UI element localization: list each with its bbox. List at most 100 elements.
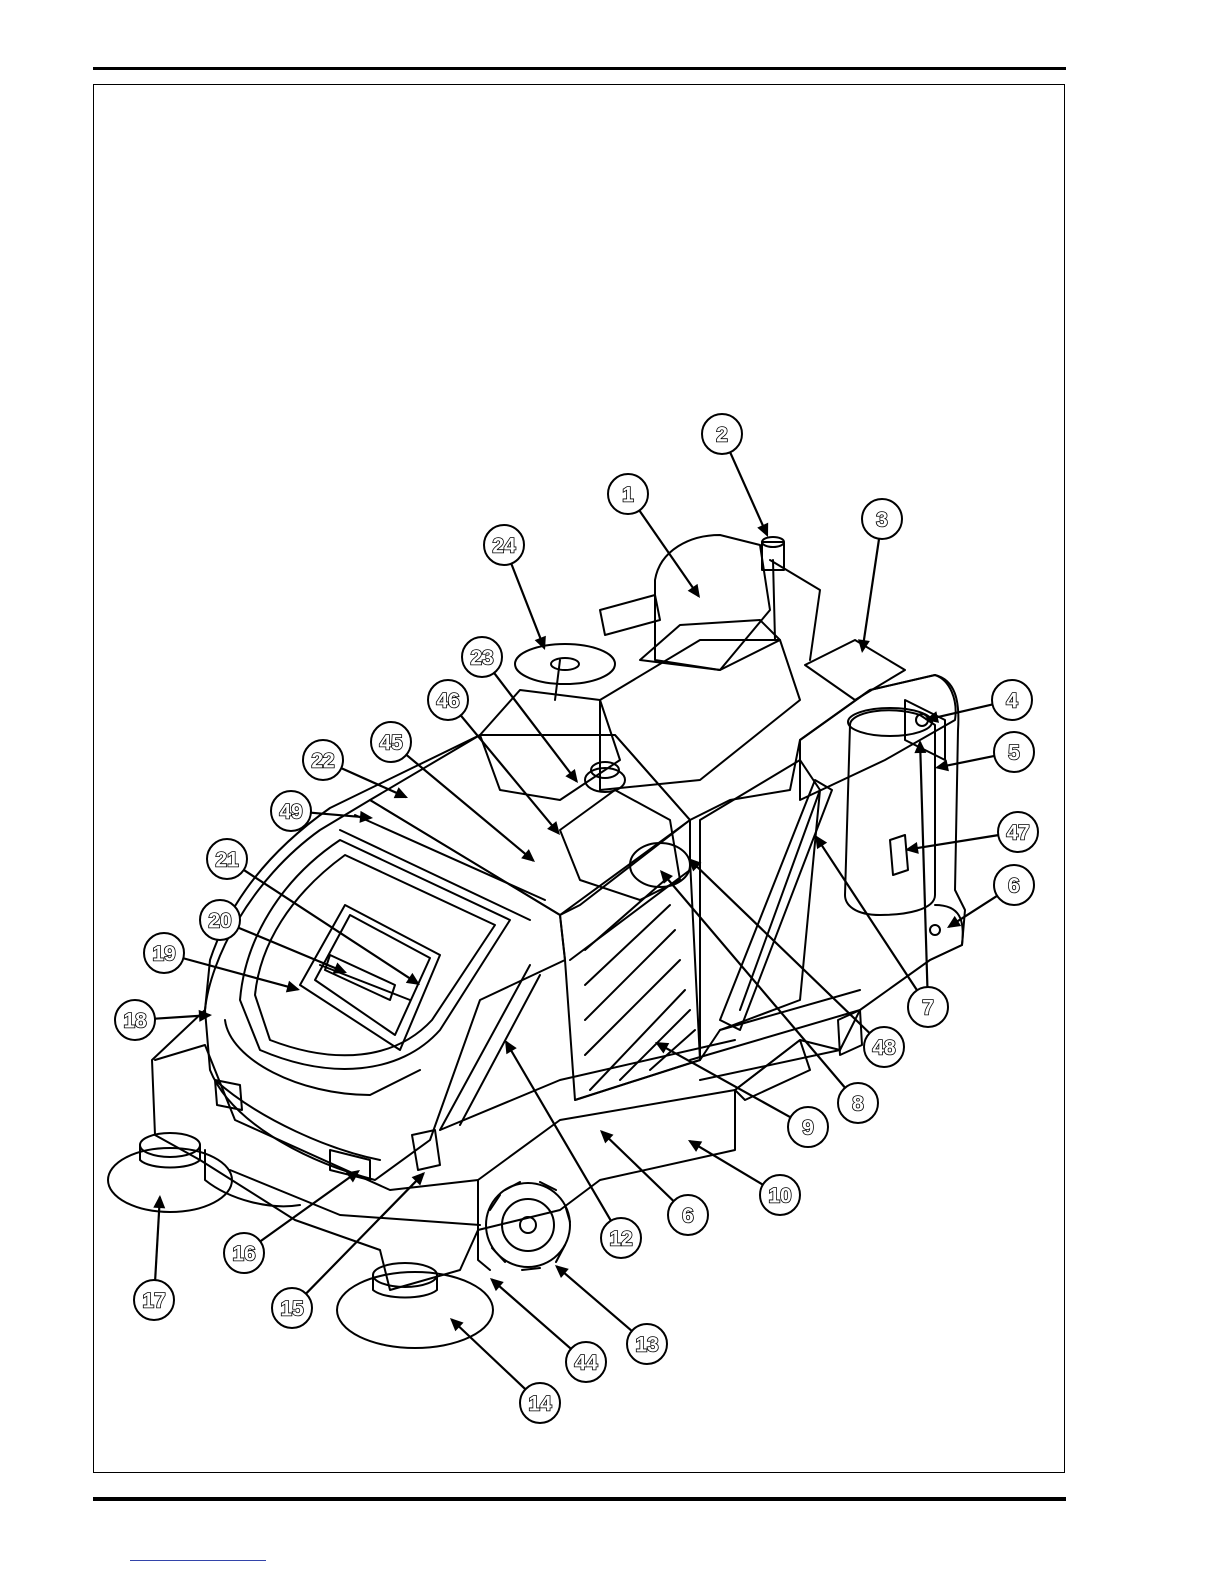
callout-arrowhead [153,1195,165,1208]
callout-4: 4 [992,680,1032,720]
callout-leader-line [155,1197,160,1280]
callout-19: 19 [144,933,184,973]
callout-number: 15 [280,1298,304,1321]
air-filter [630,843,690,887]
callout-leader-line [506,1042,611,1221]
callout-number: 21 [215,849,239,872]
callout-24: 24 [484,525,524,565]
callout-number: 1 [622,484,634,507]
callout-48: 48 [864,1027,904,1067]
callout-leader-line [661,872,845,1088]
callout-45: 45 [371,722,411,762]
callout-16: 16 [224,1233,264,1273]
callout-leader-line [639,510,698,596]
callout-49: 49 [271,791,311,831]
armrest [600,595,660,635]
callout-number: 49 [279,801,302,824]
rear-bumper [930,905,963,960]
hopper-front-bumper [155,1045,735,1190]
callout-arrowhead [935,760,949,772]
callout-number: 5 [1008,742,1020,765]
callout-leader-line [511,564,544,649]
steering-wheel-inner [551,658,579,670]
callout-number: 3 [876,509,888,532]
callout-number: 47 [1006,822,1029,845]
callout-number: 19 [152,943,175,966]
callout-18: 18 [115,1000,155,1040]
callout-20: 20 [200,900,240,940]
callout-number: 9 [802,1117,814,1140]
callout-number: 4 [1006,690,1018,713]
callout-22: 22 [303,740,343,780]
callout-leader-line [907,835,998,850]
callout-bubbles: 1234547674889106121344141516171819202149… [115,414,1038,1423]
callout-46: 46 [428,680,468,720]
hood-top-crease [355,815,545,900]
callout-number: 46 [436,690,459,713]
callout-arrowhead [565,769,578,783]
wheel-hub [502,1199,554,1251]
callout-12: 12 [601,1218,641,1258]
callout-number: 24 [492,535,516,558]
hood-hinge-line [340,830,530,920]
callout-arrowhead [858,639,870,653]
callout-6: 6 [994,865,1034,905]
seat-right-frame [770,560,820,660]
callout-arrowhead [688,584,700,598]
callout-3: 3 [862,499,902,539]
callout-leader-line [862,539,879,651]
callout-number: 7 [922,997,934,1020]
callout-leader-line [492,1279,571,1349]
callout-leader-line [306,1173,424,1293]
callout-6: 6 [668,1195,708,1235]
callout-leader-line [690,1141,763,1185]
hood-prop-rod-2 [460,975,540,1125]
lpg-regulator [890,835,908,875]
callout-44: 44 [566,1342,606,1382]
callout-number: 20 [208,910,231,933]
callout-number: 16 [232,1243,255,1266]
callout-leader-line [183,958,298,989]
callout-leader-line [657,1043,791,1117]
callout-10: 10 [760,1175,800,1215]
callout-number: 45 [379,732,403,755]
seat-platform [600,640,800,790]
hood-prop-rod [440,965,530,1130]
callout-23: 23 [462,637,502,677]
callout-leader-line [451,1319,525,1389]
callout-leader-line [730,452,767,535]
sweeper-machine [108,535,965,1348]
callout-leader-line [406,755,533,861]
callout-9: 9 [788,1107,828,1147]
callout-number: 13 [635,1334,658,1357]
callout-8: 8 [838,1083,878,1123]
callout-arrowhead [286,981,300,993]
rear-deck [800,675,956,800]
callout-number: 6 [682,1205,694,1228]
callout-arrowhead [406,973,420,985]
callout-number: 48 [872,1037,896,1060]
callout-leaders [153,452,998,1389]
callout-leader-line [461,715,559,833]
callout-15: 15 [272,1288,312,1328]
seat-back [655,535,770,670]
rear-bumper-hole [930,925,940,935]
seat-cushion [640,620,780,670]
callout-number: 2 [716,424,728,447]
callout-number: 14 [528,1393,552,1416]
callout-leader-line [557,1266,632,1331]
callout-leader-line [494,673,577,782]
callout-17: 17 [134,1280,174,1320]
steering-wheel [515,644,615,684]
lpg-tank-top [848,708,932,736]
callout-number: 8 [852,1093,864,1116]
callout-number: 12 [609,1228,632,1251]
callout-number: 17 [142,1290,165,1313]
rear-deck-panel [805,640,905,700]
callout-leader-line [920,742,927,987]
exhaust-pipe [773,560,775,640]
callout-21: 21 [207,839,247,879]
callout-1: 1 [608,474,648,514]
callout-number: 22 [311,750,334,773]
